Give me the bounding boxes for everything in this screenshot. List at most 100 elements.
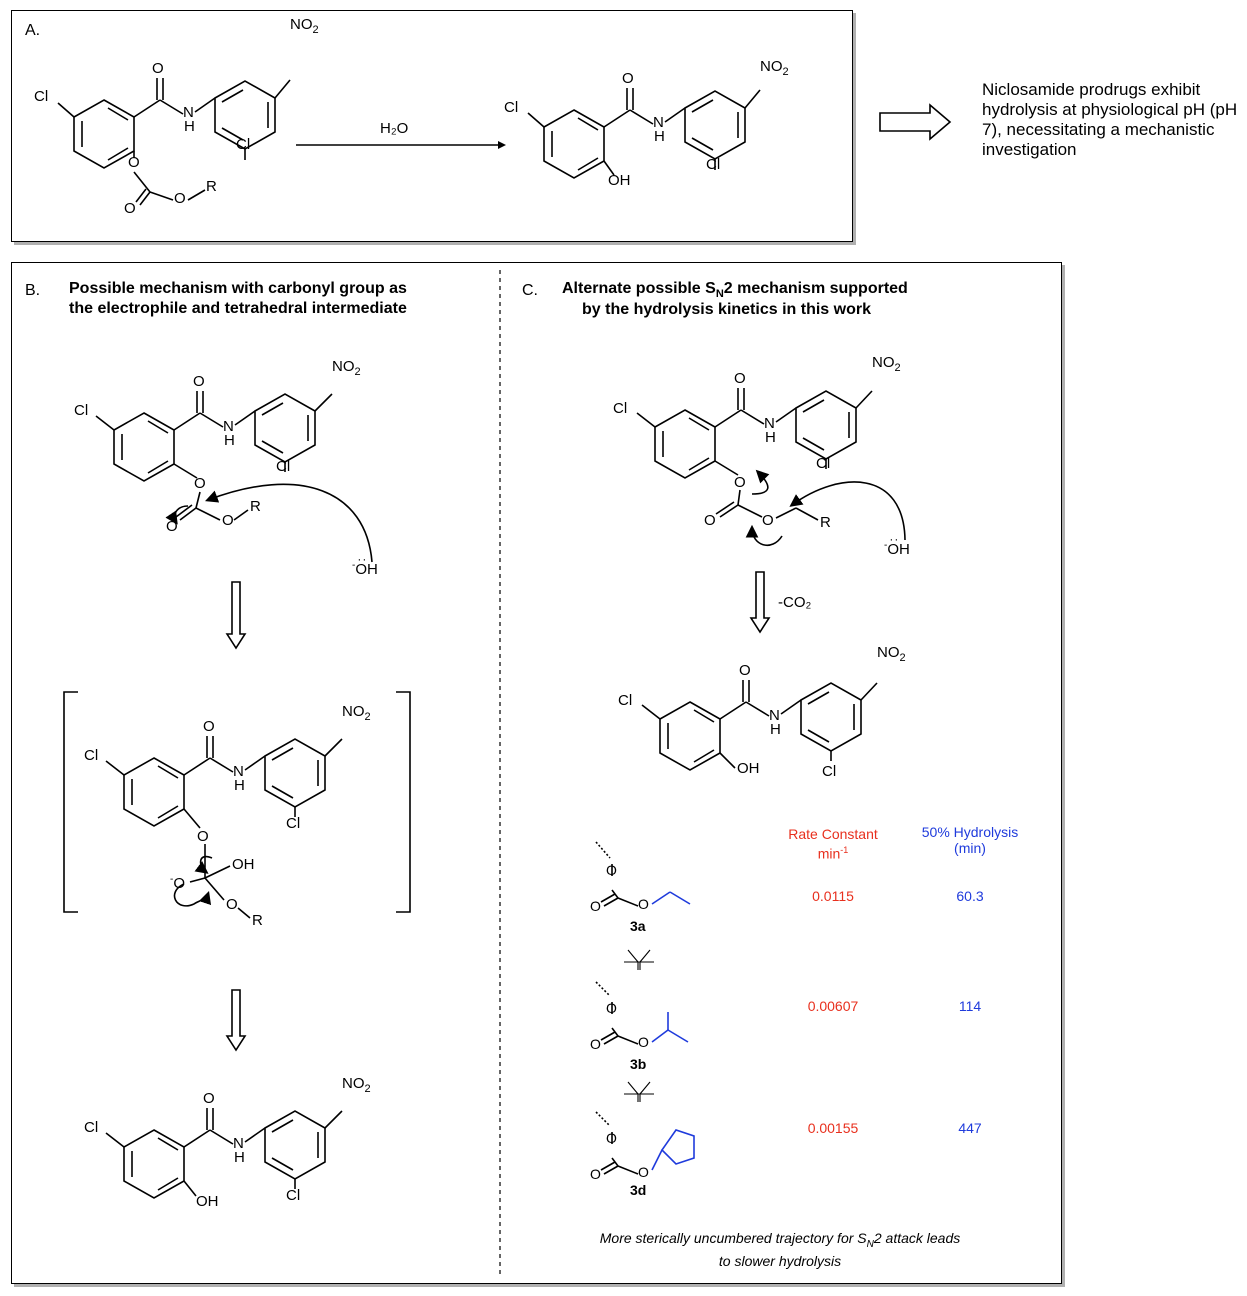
- atom-label-no2: NO2: [760, 58, 789, 78]
- atom-label-no2: NO2: [877, 644, 906, 664]
- panel-c-label: C.: [522, 282, 538, 299]
- atom-label-cl: Cl: [84, 1119, 99, 1136]
- panel-c-title-line1: Alternate possible SN2 mechanism support…: [562, 280, 908, 301]
- atom-label-o: O: [762, 512, 774, 529]
- atom-label-o: O: [590, 898, 601, 914]
- atom-label-o: O: [590, 1036, 601, 1052]
- atom-label-nh-h: H: [765, 429, 776, 446]
- atom-label-r: R: [820, 514, 831, 531]
- atom-label-cl: Cl: [84, 747, 99, 764]
- atom-label-o: O: [638, 1164, 649, 1180]
- bracket-right: [396, 691, 411, 913]
- atom-label-no2: NO2: [332, 358, 361, 378]
- half-life-value: 447: [958, 1120, 982, 1136]
- atom-label-o: O: [174, 190, 186, 207]
- panel-b-label: B.: [25, 282, 41, 299]
- down-arrow: [749, 571, 771, 634]
- atom-label-no2: NO2: [872, 354, 901, 374]
- atom-label-o: O: [606, 862, 617, 878]
- panel-b-title-line2: the electrophile and tetrahedral interme…: [69, 300, 407, 317]
- atom-label-o: O: [203, 1090, 215, 1107]
- atom-label-oh: OH: [232, 856, 255, 873]
- atom-label-o: O: [734, 370, 746, 387]
- atom-label-r: R: [252, 912, 263, 929]
- atom-label-cl: Cl: [286, 815, 301, 832]
- ester-3d-structure: [595, 1111, 695, 1175]
- atom-label-cl: Cl: [34, 88, 49, 105]
- atom-label-cl: Cl: [816, 455, 831, 472]
- tetrahedral-intermediate-structure: [105, 736, 343, 919]
- atom-label-nh-h: H: [224, 432, 235, 449]
- atom-label-nh-n: N: [183, 104, 194, 121]
- c-prodrug-structure: [636, 388, 906, 547]
- atom-label-oh: OH: [737, 760, 760, 777]
- atom-label-r: R: [250, 498, 261, 515]
- atom-label-cl: Cl: [822, 763, 837, 780]
- compound-label: 3d: [630, 1182, 647, 1198]
- panel-b-title-line1: Possible mechanism with carbonyl group a…: [69, 280, 407, 297]
- panel-a-label: A.: [25, 22, 41, 39]
- atom-label-o: O: [124, 200, 136, 217]
- reagent-label: H₂O: [380, 120, 409, 137]
- atom-label-o: O: [704, 512, 716, 529]
- atom-label-nh-h: H: [770, 721, 781, 738]
- atom-label-o: O: [622, 70, 634, 87]
- atom-label-o: O: [734, 474, 746, 491]
- outline-arrow: [879, 103, 952, 141]
- atom-label-r: R: [206, 178, 217, 195]
- atom-label-nh-n: N: [233, 1135, 244, 1152]
- panel-a-description: Niclosamide prodrugs exhibit hydrolysis …: [982, 80, 1238, 159]
- atom-label-nh-n: N: [769, 707, 780, 724]
- atom-label-o: O: [222, 512, 234, 529]
- bracket-left: [63, 691, 78, 913]
- atom-label-o: O: [197, 828, 209, 845]
- oxide-anion-label: -O: [170, 874, 186, 892]
- atom-label-nh-h: H: [184, 118, 195, 135]
- atom-label-no2: NO2: [290, 16, 319, 36]
- hydroxide-label: -OH··: [884, 532, 910, 558]
- compound-label: 3a: [630, 918, 646, 934]
- atom-label-oh: OH: [196, 1193, 219, 1210]
- atom-label-cl: Cl: [286, 1187, 301, 1204]
- atom-label-no2: NO2: [342, 1075, 371, 1095]
- atom-label-o: O: [203, 718, 215, 735]
- half-life-value: 60.3: [956, 888, 984, 904]
- atom-label-o: O: [590, 1166, 601, 1182]
- atom-label-nh-n: N: [764, 415, 775, 432]
- atom-label-nh-h: H: [654, 128, 665, 145]
- atom-label-cl: Cl: [618, 692, 633, 709]
- atom-label-no2: NO2: [342, 703, 371, 723]
- atom-label-nh-h: H: [234, 1149, 245, 1166]
- b-prodrug-structure: [95, 391, 373, 563]
- hydroxide-label: -OH··: [352, 552, 378, 578]
- atom-label-cl: Cl: [706, 156, 721, 173]
- c-niclosamide-structure: [641, 680, 878, 771]
- atom-label-nh-n: N: [223, 418, 234, 435]
- atom-label-nh-h: H: [234, 777, 245, 794]
- atom-label-o: O: [152, 60, 164, 77]
- ester-3a-structure: [595, 841, 691, 907]
- atom-label-o: O: [606, 1130, 617, 1146]
- atom-label-o: O: [638, 1034, 649, 1050]
- panel-c-title-line2: by the hydrolysis kinetics in this work: [582, 301, 871, 318]
- half-life-value: 114: [958, 998, 982, 1014]
- atom-label-cl: Cl: [74, 402, 89, 419]
- down-arrow: [225, 581, 247, 650]
- rate-value: 0.0115: [812, 888, 854, 904]
- down-arrow: [225, 989, 247, 1052]
- niclosamide-structure: [527, 88, 761, 179]
- atom-label-cl: Cl: [236, 136, 251, 153]
- panel-a-svg: [57, 78, 952, 206]
- atom-label-o: O: [194, 475, 206, 492]
- niclosamide-prodrug-structure: [57, 78, 291, 206]
- atom-label-o: O: [193, 373, 205, 390]
- rate-value: 0.00607: [807, 998, 859, 1014]
- rate-constant-header: Rate Constant min-1: [788, 826, 878, 862]
- half-life-header: 50% Hydrolysis (min): [921, 824, 1019, 856]
- panel-a: [11, 10, 853, 242]
- atom-label-nh-n: N: [653, 114, 664, 131]
- rate-value: 0.00155: [807, 1120, 859, 1136]
- atom-label-cl: Cl: [504, 99, 519, 116]
